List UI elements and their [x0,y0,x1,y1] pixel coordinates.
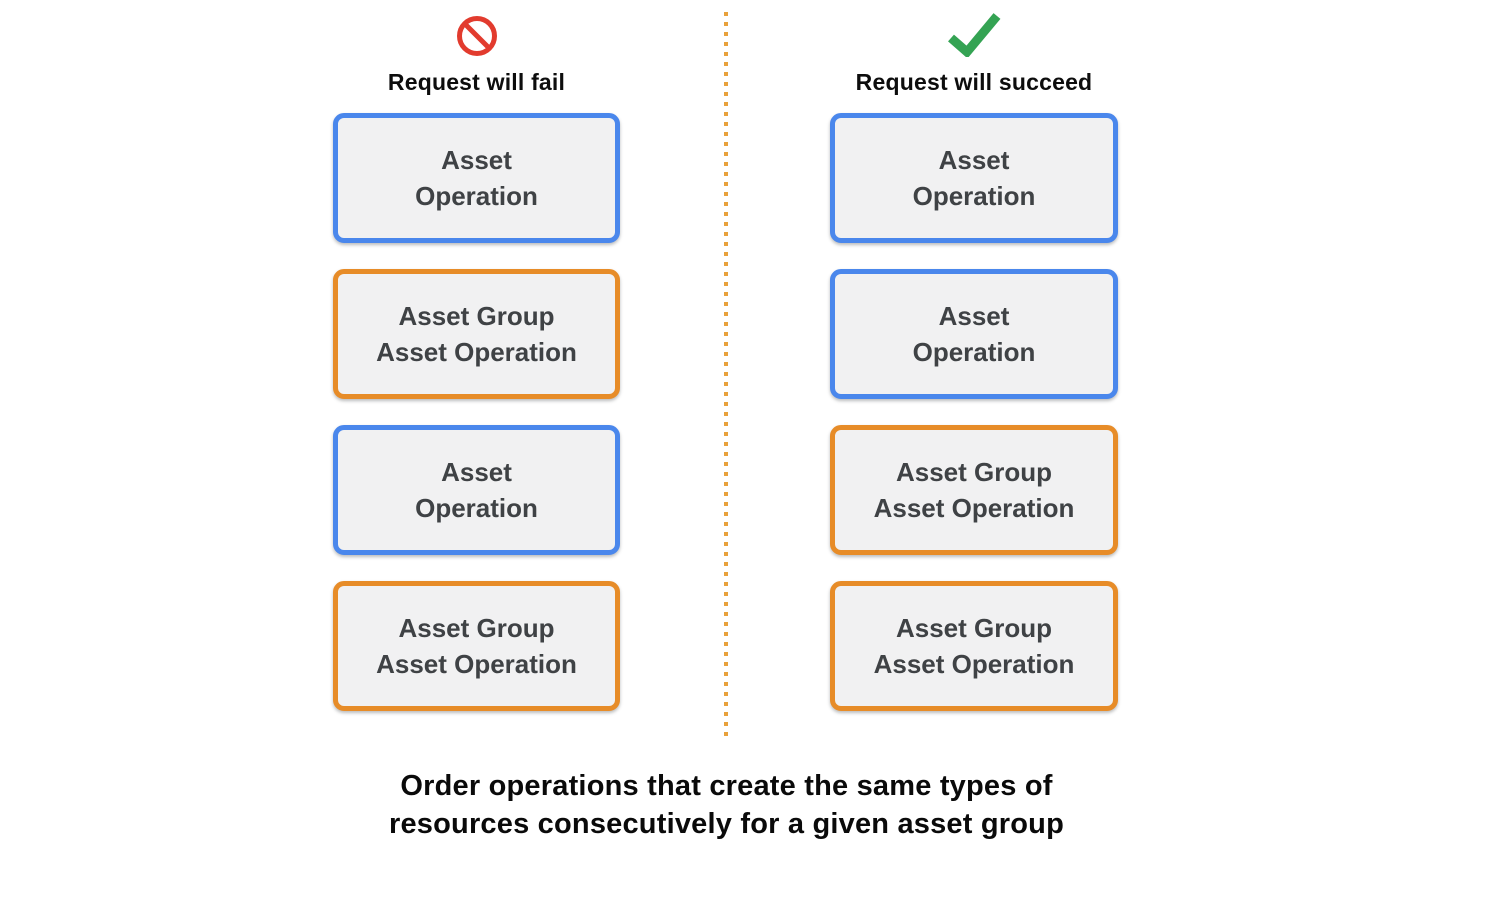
operation-box-label: Asset Group Asset Operation [376,301,577,367]
asset-group-operation-box: Asset Group Asset Operation [830,425,1118,555]
fail-column-title: Request will fail [387,69,566,95]
operation-box-label: Asset Group Asset Operation [873,613,1075,679]
column-divider-dotted-line [724,12,728,739]
operation-box-label: Asset Operation [415,145,538,211]
asset-operation-box: Asset Operation [830,269,1118,399]
asset-operation-box: Asset Operation [830,113,1118,243]
operation-box-label: Asset Operation [415,457,538,523]
operation-box-label: Asset Group Asset Operation [873,457,1075,523]
asset-operation-box: Asset Operation [333,425,620,555]
operation-box-label: Asset Operation [912,301,1036,367]
check-icon [946,11,1002,62]
fail-icon-slot [456,14,498,62]
operation-box-label: Asset Group Asset Operation [376,613,577,679]
prohibited-icon [456,15,498,62]
succeed-icon-slot [946,11,1002,62]
succeed-column-title: Request will succeed [855,69,1093,95]
asset-operation-box: Asset Operation [333,113,620,243]
caption: Order operations that create the same ty… [388,770,1065,840]
operation-box-label: Asset Operation [912,145,1036,211]
asset-group-operation-box: Asset Group Asset Operation [333,581,620,711]
asset-group-operation-box: Asset Group Asset Operation [333,269,620,399]
asset-group-operation-box: Asset Group Asset Operation [830,581,1118,711]
